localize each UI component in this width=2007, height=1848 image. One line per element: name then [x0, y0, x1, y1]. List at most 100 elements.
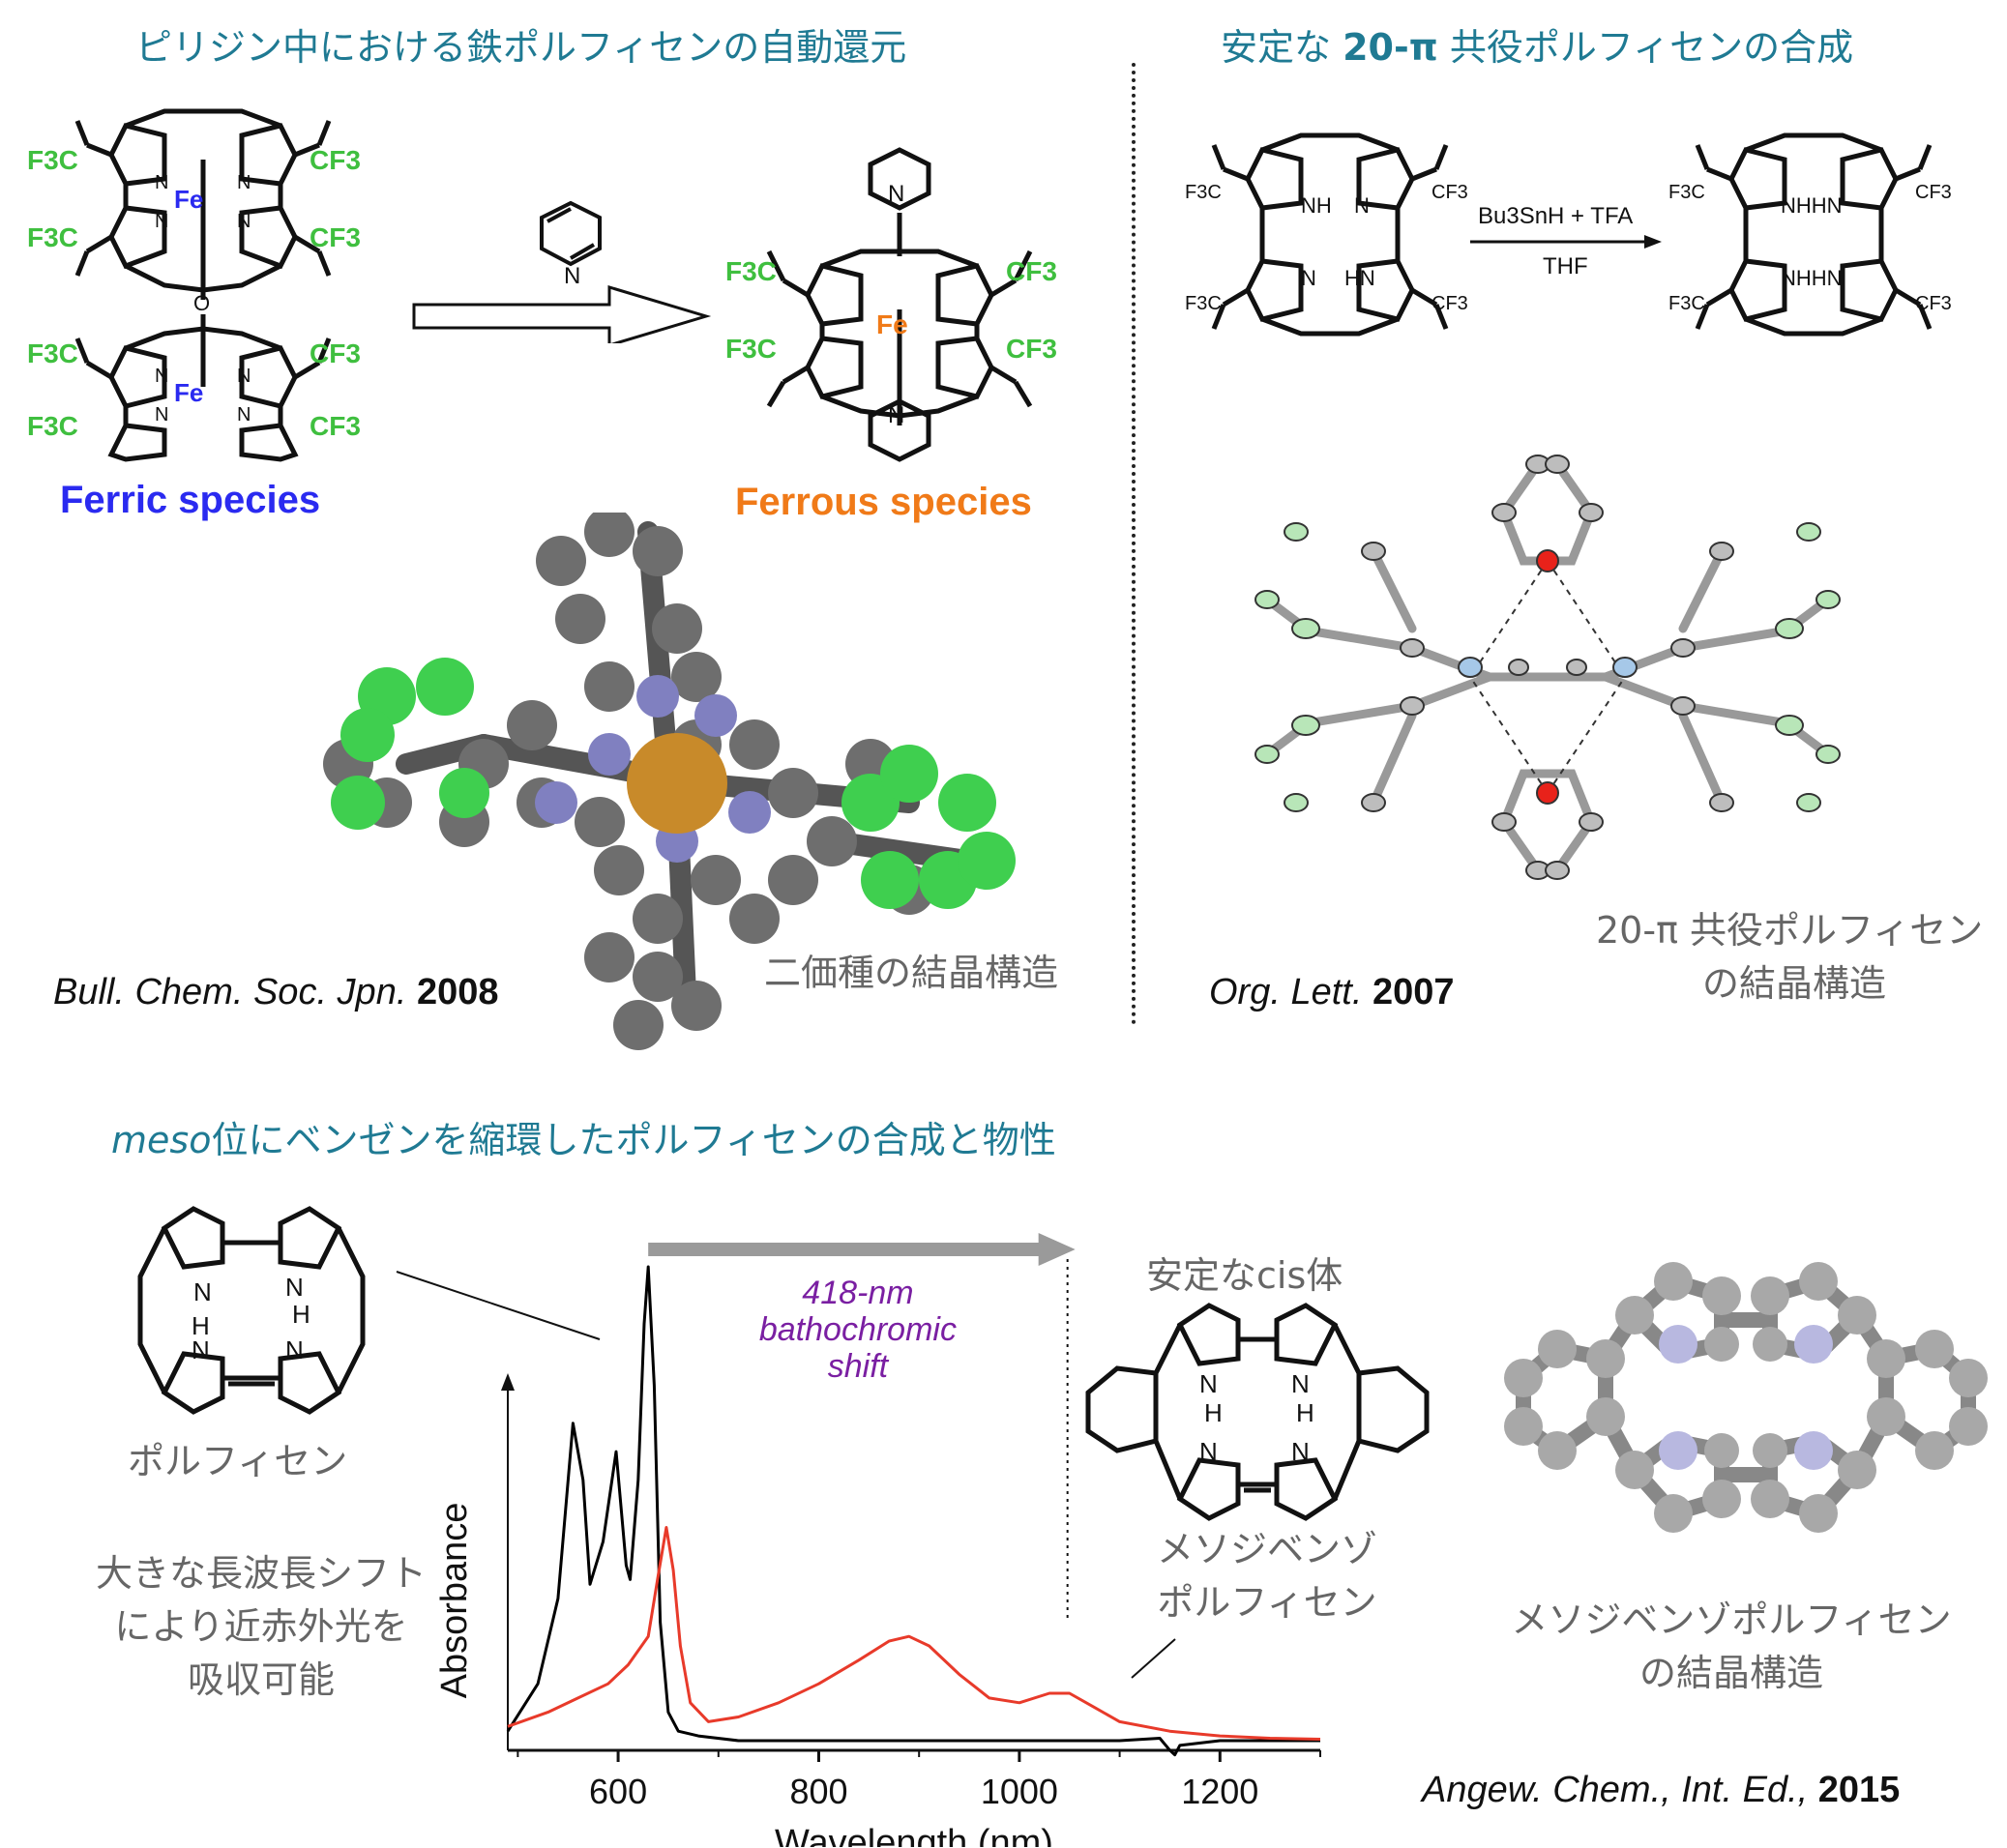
fe-atom-label: Fe [174, 185, 203, 214]
fe-atom-label: Fe [876, 309, 908, 339]
caption-line2: の結晶構造 [1638, 1652, 1823, 1695]
n-atom-label: N [155, 404, 168, 425]
annotation-line3: shift [828, 1348, 890, 1385]
n-atom-label: N [888, 402, 904, 428]
cf3-label: CF3 [310, 411, 361, 441]
ref-year: 2008 [416, 972, 499, 1012]
label-line1: メソジベンゾ [1156, 1528, 1377, 1570]
h-label: H [292, 1300, 310, 1329]
ferric-species-label: Ferric species [60, 479, 321, 521]
n-atom-label: N [237, 172, 251, 193]
cf3-label: CF3 [1006, 256, 1057, 286]
n-atom-label: N [237, 404, 251, 425]
f3c-label: F3C [27, 145, 78, 175]
caption-line1: 20-π 共役ポルフィセン [1596, 909, 1984, 952]
h-label: H [1204, 1398, 1223, 1427]
spectrum-series-2 [507, 1526, 1321, 1741]
shift-arrow-head [1038, 1233, 1076, 1266]
lower-pyridine: N [868, 382, 931, 462]
nir-absorption-note: 大きな長波長シフト により近赤外光を 吸収可能 [58, 1547, 464, 1707]
crystal-structure-20pi-model [1254, 455, 1841, 880]
stable-cis-label: 安定なcis体 [1146, 1254, 1343, 1297]
cf3-label: CF3 [1915, 182, 1952, 203]
cf3-label: CF3 [310, 145, 361, 175]
n-label: N [193, 1277, 212, 1306]
n-label: N [1291, 1437, 1310, 1466]
note-line1: 大きな長波長シフト [95, 1552, 427, 1595]
cf3-label: CF3 [1006, 334, 1057, 364]
heading-autoreduction: ピリジン中における鉄ポルフィセンの自動還元 [135, 26, 907, 69]
dibenzoporphycene-structure: N H N H N N [1085, 1303, 1430, 1521]
y-axis-label: Absorbance [434, 1503, 475, 1699]
f3c-label: F3C [725, 334, 777, 364]
f3c-label: F3C [27, 222, 78, 252]
heading-post: 共役ポルフィセンの合成 [1437, 26, 1854, 69]
n-atom-label: N [155, 172, 168, 193]
h-label: H [1296, 1398, 1314, 1427]
dibenzo-crystal-caption: メソジベンゾポルフィセン の結晶構造 [1470, 1594, 1992, 1700]
note-line2: により近赤外光を [114, 1605, 408, 1649]
cf3-label: CF3 [310, 222, 361, 252]
pyridine-n-label: N [564, 263, 580, 289]
n-atom-label: N [155, 366, 168, 387]
n-label: N [285, 1335, 304, 1364]
cf3-label: CF3 [1915, 293, 1952, 314]
pyridine-reaction-arrow: N [412, 200, 712, 343]
ref-org-lett: Org. Lett. 2007 [1209, 972, 1455, 1013]
n-label: N [1354, 193, 1370, 218]
nhhn-label: NHHN [1781, 266, 1843, 290]
heading-pre: 安定な [1221, 26, 1343, 69]
f3c-label: F3C [1185, 293, 1222, 314]
section-divider [1132, 63, 1136, 1025]
heading-rest: 位にベンゼンを縮環したポルフィセンの合成と物性 [211, 1119, 1056, 1161]
ref-year: 2015 [1817, 1770, 1901, 1810]
ref-year: 2007 [1372, 972, 1455, 1012]
f3c-label: F3C [27, 338, 78, 368]
ferrous-bis-pyridine-structure: N Fe F3C F3C CF3 CF3 [725, 147, 1057, 425]
cf3-label: CF3 [1431, 293, 1468, 314]
spectrum-series-1 [506, 1265, 1320, 1757]
ref-journal: Angew. Chem., Int. Ed., [1422, 1770, 1809, 1810]
cf3-label: CF3 [1431, 182, 1468, 203]
f3c-label: F3C [1668, 182, 1705, 203]
heading-bold: 20-π [1343, 26, 1438, 69]
n-atom-label: N [237, 211, 251, 232]
hn-label: HN [1344, 266, 1375, 290]
n-label: N [1291, 1369, 1310, 1398]
heading-italic: meso [111, 1119, 212, 1161]
note-line3: 吸収可能 [187, 1658, 335, 1702]
ref-angew-chem: Angew. Chem., Int. Ed., 2015 [1422, 1770, 1900, 1811]
ferrous-crystal-caption: 二価種の結晶構造 [764, 952, 1059, 994]
solvent-label: THF [1543, 253, 1588, 279]
n-label: N [1199, 1369, 1218, 1398]
caption-line1: メソジベンゾポルフィセン [1511, 1599, 1952, 1641]
connector-line [396, 1271, 601, 1340]
y-axis-arrowhead [501, 1373, 515, 1391]
n-label: N [192, 1335, 210, 1364]
ref-bull-chem-soc-jpn: Bull. Chem. Soc. Jpn. 2008 [53, 972, 499, 1013]
heading-meso-dibenzo: meso位にベンゼンを縮環したポルフィセンの合成と物性 [111, 1110, 1056, 1163]
connector-line [1131, 1638, 1176, 1679]
x-tick-label: 1200 [1181, 1772, 1258, 1811]
n-label: N [285, 1273, 304, 1302]
reaction-arrow [1470, 235, 1662, 249]
h-label: H [192, 1311, 210, 1340]
n-atom-label: N [888, 181, 904, 207]
dibenzo-label: メソジベンゾ ポルフィセン [1122, 1523, 1412, 1629]
f3c-label: F3C [1185, 182, 1222, 203]
porphycene-reactant-structure: NH N N HN F3C F3C CF3 CF3 [1185, 132, 1468, 337]
f3c-label: F3C [27, 411, 78, 441]
x-axis-label: Wavelength (nm) [775, 1823, 1053, 1847]
ferrous-crystal-structure-model [323, 513, 1016, 1050]
f3c-label: F3C [1668, 293, 1705, 314]
n-atom-label: N [237, 366, 251, 387]
fe-atom-label: Fe [174, 378, 203, 407]
nh-label: NH [1301, 193, 1332, 218]
heading-20pi-synthesis: 安定な 20-π 共役ポルフィセンの合成 [1221, 17, 1853, 71]
annotation-line2: bathochromic [759, 1311, 957, 1348]
crystal-20pi-caption: 20-π 共役ポルフィセン の結晶構造 [1596, 904, 2007, 1011]
porphycene-structure: N N H H N N [137, 1206, 366, 1415]
chart-series [506, 1265, 1321, 1757]
